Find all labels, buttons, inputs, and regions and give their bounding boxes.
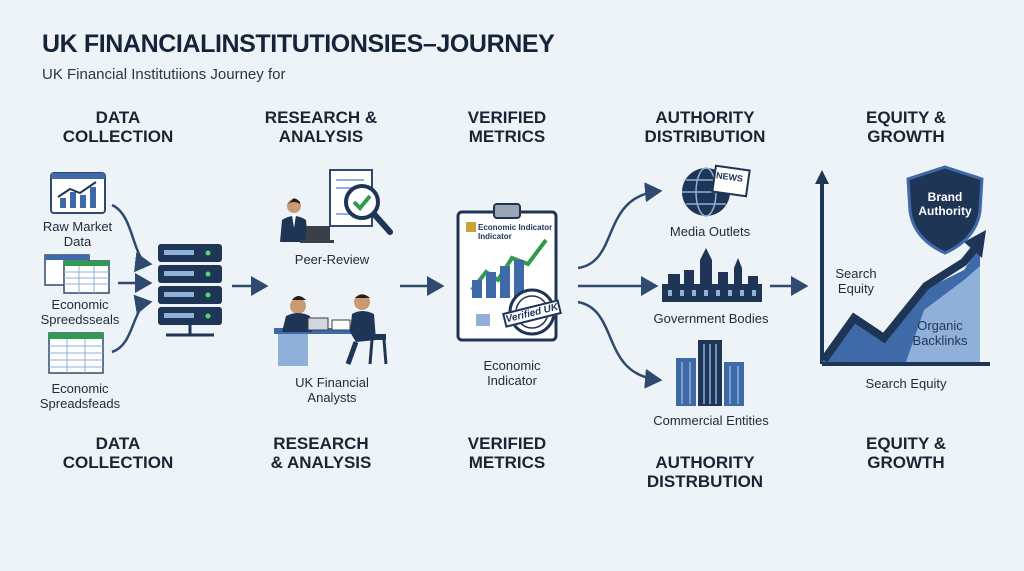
doc-title: Economic Indicator Indicator (478, 223, 553, 241)
globe-news-icon (680, 164, 752, 220)
media-outlets-label: Media Outlets (669, 224, 751, 239)
stage-heading-distribution: AUTHORITY DISTRIBUTION (644, 108, 766, 146)
spreadsheet-icon (44, 254, 110, 294)
stage-footer-metrics: VERIFIED METRICS (467, 434, 547, 472)
arrow-metrics-to-media (577, 182, 663, 270)
search-equity-caption: Search Equity (865, 376, 947, 391)
growth-chart-icon (814, 170, 994, 370)
stage-heading-growth: EQUITY & GROWTH (866, 108, 946, 146)
arrow-metrics-to-commercial (577, 300, 663, 389)
stage-footer-research: RESEARCH & ANALYSIS (270, 434, 372, 472)
arrow-market-to-server (111, 203, 153, 273)
stage-heading-metrics: VERIFIED METRICS (467, 108, 547, 146)
peer-review-label: Peer-Review (294, 252, 370, 267)
stage-footer-growth: EQUITY & GROWTH (866, 434, 946, 472)
clipboard-icon: Economic Indicator Indicator Verified UK (456, 202, 562, 342)
spreadsheets-b-label: Economic Spreadsfeads (39, 381, 121, 411)
server-rack-icon (156, 242, 226, 338)
page-title: UK FINANCIALINSTITUTIONSIES–JOURNEY (42, 30, 555, 58)
shield-icon (904, 165, 986, 255)
spreadsheets-a-label: Economic Spreedsseals (40, 297, 120, 327)
commercial-entities-label: Commercial Entities (653, 413, 769, 428)
analysts-label: UK Financial Analysts (295, 375, 369, 405)
stage-footer-collection: DATA COLLECTION (62, 434, 174, 472)
page-subtitle: UK Financial Institutiions Journey for (42, 66, 286, 83)
office-towers-icon (674, 338, 748, 408)
brand-authority-text: Brand Authority (918, 190, 972, 218)
search-equity-text: Search Equity (835, 266, 877, 296)
parliament-icon (660, 248, 764, 304)
raw-market-label: Raw Market Data (42, 219, 113, 249)
spreadsheet-green-icon (48, 332, 104, 374)
arrow-sheet2-to-server (111, 294, 153, 354)
analyst-laptop-icon (270, 198, 336, 244)
analysts-meeting-icon (272, 292, 392, 368)
stage-heading-research: RESEARCH & ANALYSIS (264, 108, 378, 146)
magnifier-document-icon (326, 168, 398, 240)
market-chart-icon (50, 172, 106, 214)
stage-heading-collection: DATA COLLECTION (62, 108, 174, 146)
stage-footer-distribution: AUTHORITY DISTRBUTION (646, 453, 764, 491)
organic-backlinks-text: Organic Backlinks (912, 318, 968, 348)
government-bodies-label: Government Bodies (653, 311, 769, 326)
economic-indicator-label: Economic Indicator (483, 358, 541, 388)
